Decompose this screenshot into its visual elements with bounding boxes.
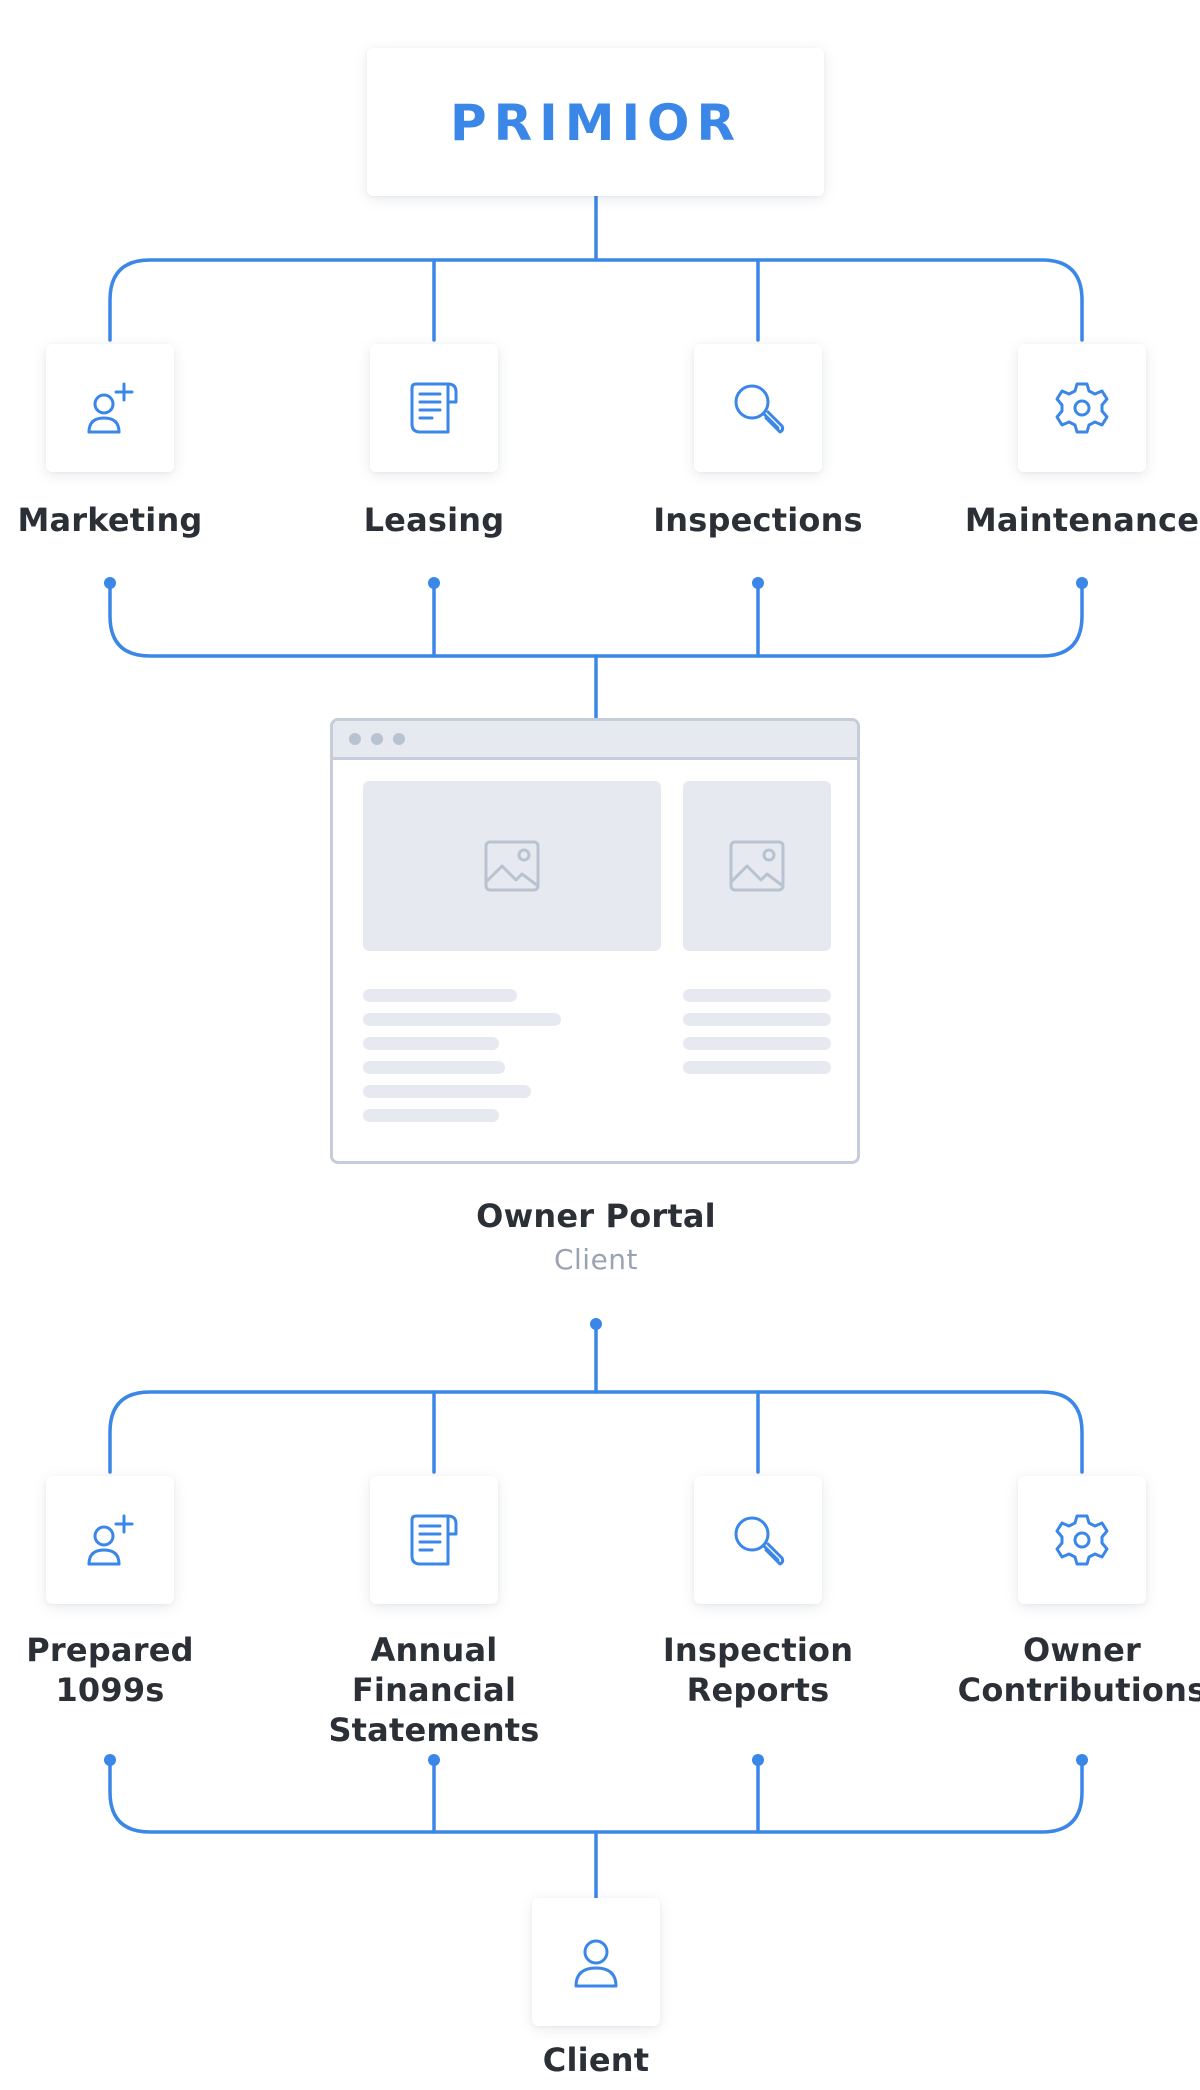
- owner-contributions-card: [1018, 1476, 1146, 1604]
- logo-text: PRIMIOR: [449, 94, 741, 152]
- label-line: Owner: [1022, 1631, 1142, 1669]
- dot-statements: [428, 1754, 440, 1766]
- dot-inspections: [752, 577, 764, 589]
- gear-icon: [1055, 382, 1109, 434]
- document-icon: [410, 382, 458, 434]
- add-user-icon: [87, 382, 134, 434]
- marketing-card: [46, 344, 174, 472]
- text-placeholder-line: [363, 989, 517, 1002]
- text-placeholder-line: [363, 1085, 531, 1098]
- image-icon: [729, 840, 785, 892]
- label-line: 1099s: [55, 1671, 165, 1709]
- label-line: Annual Financial: [351, 1631, 517, 1709]
- lower-bracket: [108, 1390, 1084, 1474]
- window-dot: [371, 733, 383, 745]
- label-maintenance: Maintenance: [964, 501, 1200, 539]
- search-icon: [734, 1516, 785, 1566]
- owner-portal-window: [330, 718, 860, 1164]
- text-placeholder-line: [683, 1061, 831, 1074]
- label-marketing: Marketing: [17, 501, 203, 539]
- top-bracket: [108, 258, 1084, 342]
- image-icon: [484, 840, 540, 892]
- window-dot: [349, 733, 361, 745]
- text-placeholder-line: [363, 1013, 561, 1026]
- portal-subtitle: Client: [553, 1243, 639, 1276]
- label-inspection-reports: Inspection Reports: [608, 1630, 908, 1710]
- label-line: Contributions: [957, 1671, 1200, 1709]
- primior-logo: PRIMIOR: [449, 94, 741, 152]
- dot-reports: [752, 1754, 764, 1766]
- dot-marketing: [104, 577, 116, 589]
- user-icon: [574, 1939, 618, 1988]
- text-placeholder-line: [363, 1109, 499, 1122]
- dot-maintenance: [1076, 577, 1088, 589]
- final-bracket: [108, 1758, 1084, 1834]
- label-client: Client: [542, 2041, 650, 2079]
- window-title-bar: [333, 721, 857, 760]
- label-prepared-1099s: Prepared 1099s: [0, 1630, 260, 1710]
- text-placeholder-line: [363, 1061, 505, 1074]
- image-placeholder-large: [363, 781, 661, 951]
- mid-bracket: [108, 581, 1084, 658]
- dot-contributions: [1076, 1754, 1088, 1766]
- leasing-card: [370, 344, 498, 472]
- text-placeholder-line: [363, 1037, 499, 1050]
- text-placeholder-line: [683, 1013, 831, 1026]
- inspections-card: [694, 344, 822, 472]
- add-user-icon: [87, 1514, 134, 1566]
- label-line: Inspection: [662, 1631, 854, 1669]
- gear-icon: [1055, 1514, 1109, 1566]
- label-owner-contributions: Owner Contributions: [932, 1630, 1200, 1710]
- logo-card: PRIMIOR: [367, 48, 824, 196]
- label-annual-statements: Annual Financial Statements: [284, 1630, 584, 1750]
- label-line: Prepared: [26, 1631, 194, 1669]
- client-card: [532, 1898, 660, 2026]
- text-placeholder-line: [683, 1037, 831, 1050]
- label-inspections: Inspections: [653, 501, 863, 539]
- search-icon: [734, 384, 785, 434]
- label-leasing: Leasing: [363, 501, 505, 539]
- portal-title: Owner Portal: [476, 1197, 716, 1235]
- inspection-reports-card: [694, 1476, 822, 1604]
- prepared-1099s-card: [46, 1476, 174, 1604]
- dot-1099s: [104, 1754, 116, 1766]
- label-line: Statements: [328, 1711, 540, 1749]
- dot-leasing: [428, 577, 440, 589]
- dot-portal-out: [590, 1318, 602, 1330]
- document-icon: [410, 1514, 458, 1566]
- window-dot: [393, 733, 405, 745]
- label-line: Reports: [686, 1671, 830, 1709]
- annual-statements-card: [370, 1476, 498, 1604]
- image-placeholder-small: [683, 781, 831, 951]
- maintenance-card: [1018, 344, 1146, 472]
- text-placeholder-line: [683, 989, 831, 1002]
